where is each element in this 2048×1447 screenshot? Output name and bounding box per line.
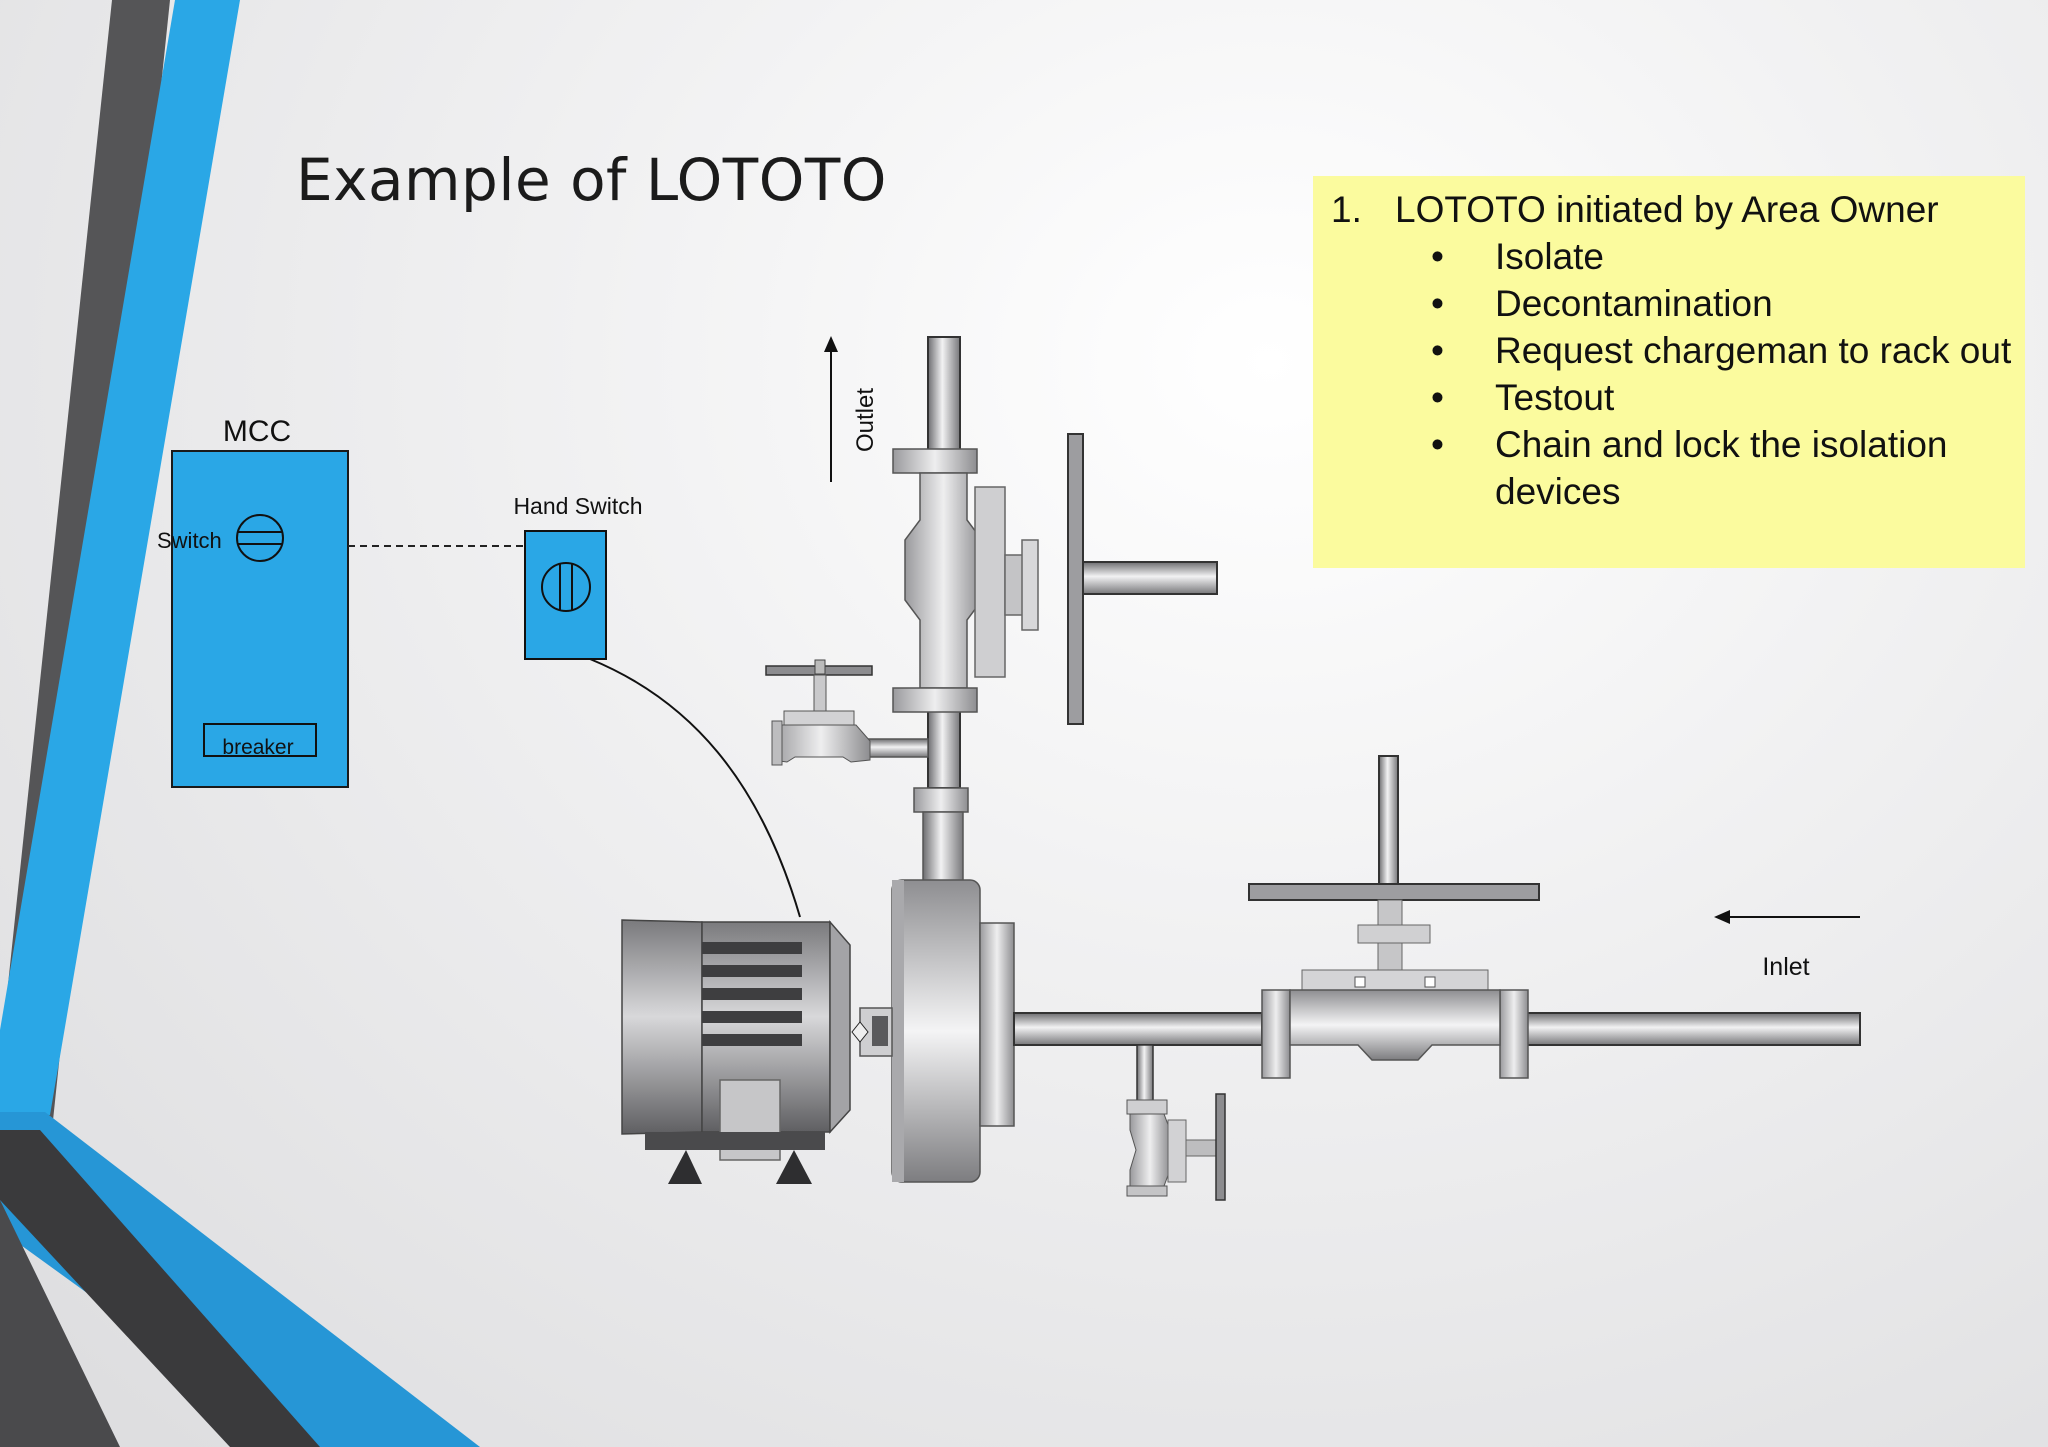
inlet-arrow — [1714, 910, 1860, 924]
mcc-switch-icon — [236, 514, 284, 562]
discharge-drain-valve — [765, 659, 929, 766]
bullet-text: Chain and lock the isolation devices — [1495, 424, 1948, 512]
bullet-item: • Decontamination — [1431, 280, 2025, 327]
power-cable — [589, 658, 801, 918]
mcc-panel — [171, 450, 349, 788]
discharge-valve — [892, 433, 1218, 725]
breaker-box — [203, 723, 317, 757]
step-item: 1. LOTOTO initiated by Area Owner — [1331, 186, 2025, 233]
suction-drain-valve — [1126, 1044, 1226, 1201]
breaker-label: breaker — [222, 736, 293, 759]
bullet-item: • Isolate — [1431, 233, 2025, 280]
bullet-text: Isolate — [1495, 236, 1605, 277]
mcc-label: MCC — [223, 415, 291, 448]
hand-switch — [524, 530, 607, 660]
lototo-steps-note: 1. LOTOTO initiated by Area Owner • Isola… — [1313, 176, 2025, 568]
pump-casing — [851, 879, 1015, 1183]
bullet-text: Decontamination — [1495, 283, 1773, 324]
step-text: LOTOTO initiated by Area Owner — [1395, 189, 1939, 230]
bullet-icon: • — [1431, 424, 1444, 465]
step-number: 1. — [1331, 189, 1362, 230]
hand-switch-icon — [541, 562, 591, 612]
bullet-item: • Testout — [1431, 374, 2025, 421]
bullet-item: • Chain and lock the isolation devices — [1431, 421, 2025, 515]
bullet-icon: • — [1431, 283, 1444, 324]
bullet-icon: • — [1431, 236, 1444, 277]
bullet-text: Testout — [1495, 377, 1615, 418]
outlet-arrow — [824, 336, 838, 482]
suction-valve — [1248, 755, 1540, 1079]
bullet-item: • Request chargeman to rack out — [1431, 327, 2025, 374]
outlet-label: Outlet — [852, 388, 879, 452]
motor — [621, 919, 851, 1184]
discharge-pipe — [913, 336, 969, 891]
slide-title: Example of LOTOTO — [296, 146, 887, 214]
inlet-label: Inlet — [1762, 953, 1809, 981]
decorative-stripes — [0, 0, 480, 1447]
bullet-icon: • — [1431, 377, 1444, 418]
switch-label: Switch — [157, 528, 222, 553]
hand-switch-label: Hand Switch — [513, 493, 642, 519]
step-bullets: • Isolate • Decontamination • Request charg… — [1331, 233, 2025, 515]
bullet-text: Request chargeman to rack out — [1495, 330, 2012, 371]
bullet-icon: • — [1431, 330, 1444, 371]
